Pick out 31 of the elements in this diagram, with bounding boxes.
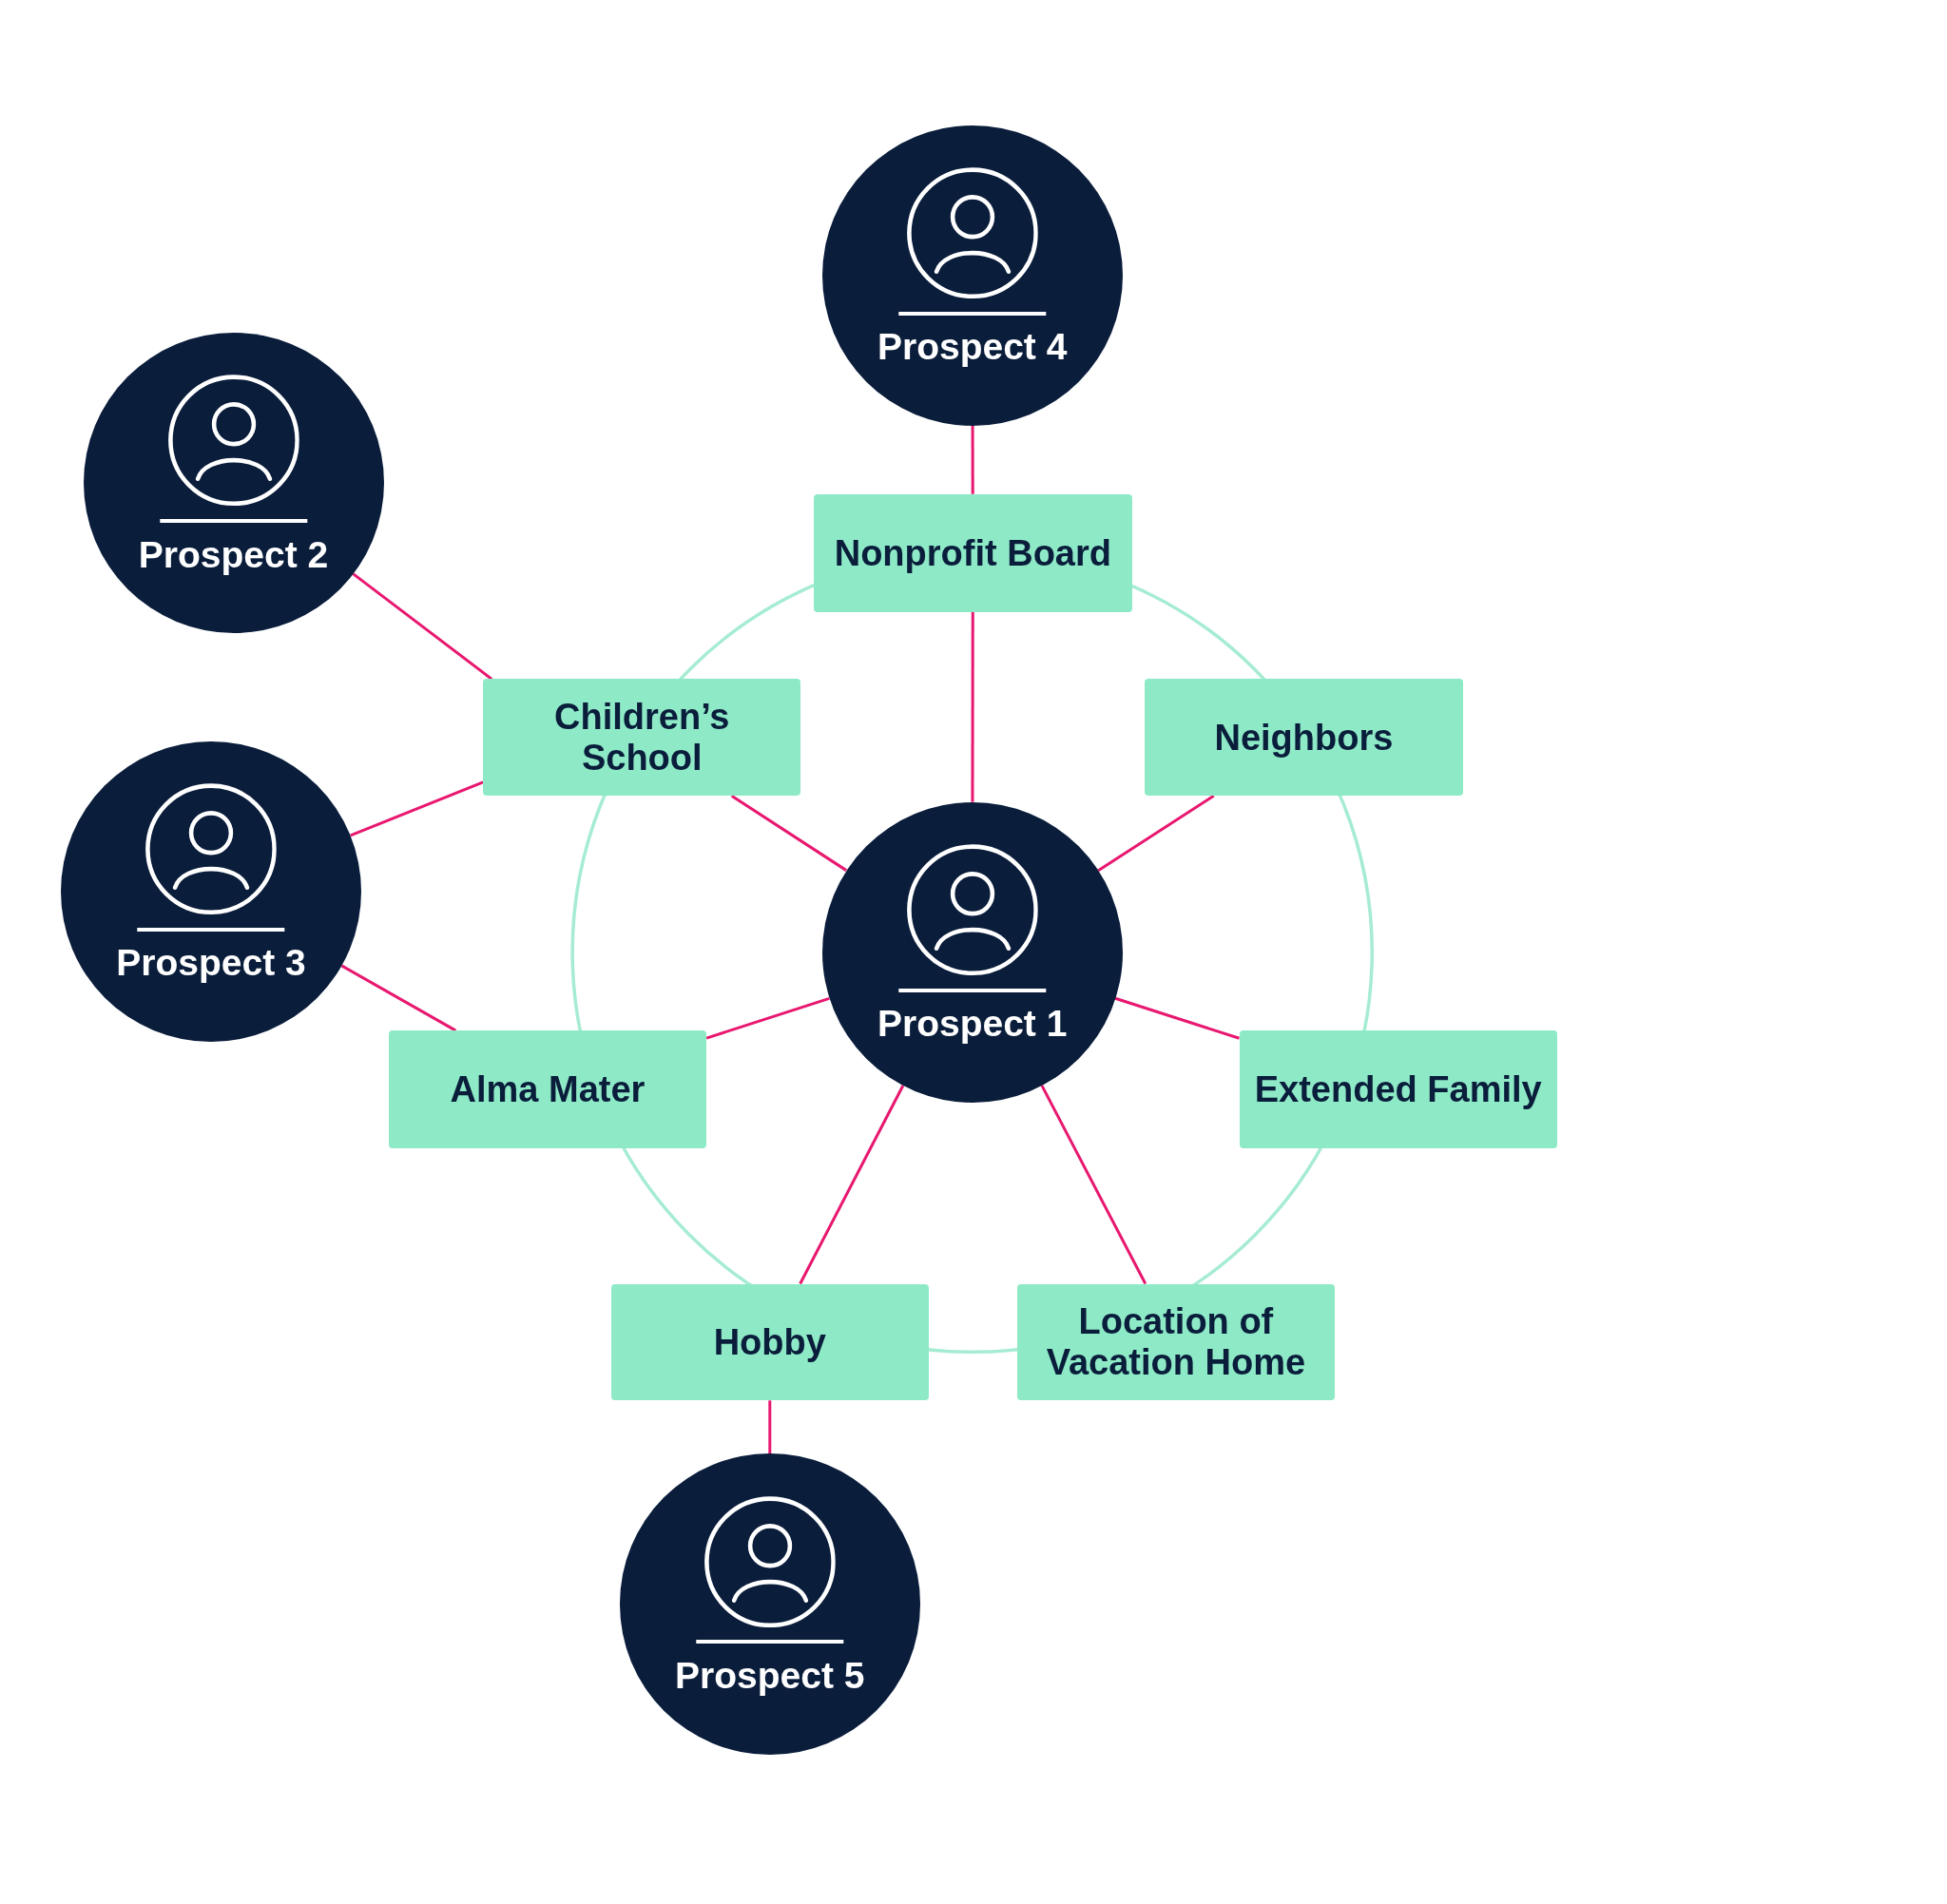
connector-line bbox=[730, 794, 848, 872]
connector-line bbox=[352, 572, 493, 681]
category-box bbox=[813, 493, 1133, 612]
category-box bbox=[483, 679, 801, 797]
connector-line bbox=[350, 780, 484, 837]
category-box bbox=[610, 1283, 929, 1401]
connector-line bbox=[1097, 794, 1215, 873]
node-label: Prospect 1 bbox=[876, 1003, 1069, 1046]
category-box bbox=[1016, 1283, 1336, 1401]
connector-line bbox=[799, 1085, 905, 1285]
connector-line bbox=[340, 964, 457, 1032]
connector-line bbox=[1040, 1085, 1147, 1285]
category-box bbox=[1145, 679, 1463, 797]
node-label: Prospect 3 bbox=[115, 942, 307, 985]
node-label: Alma Mater bbox=[450, 1068, 646, 1110]
node-label: Neighbors bbox=[1214, 717, 1394, 759]
category-box bbox=[388, 1030, 707, 1149]
node-label: Location of Vacation Home bbox=[1045, 1301, 1307, 1383]
node-label: Hobby bbox=[713, 1321, 826, 1363]
connector-line bbox=[768, 1400, 772, 1454]
connector-line bbox=[971, 426, 974, 494]
node-label: Children’s School bbox=[553, 697, 731, 779]
node-label: Extended Family bbox=[1254, 1068, 1542, 1110]
category-box bbox=[1239, 1030, 1557, 1149]
node-label: Prospect 5 bbox=[674, 1655, 866, 1698]
connector-line bbox=[971, 611, 974, 802]
node-label: Prospect 2 bbox=[137, 533, 330, 576]
connector-line bbox=[705, 996, 830, 1040]
connector-line bbox=[1114, 996, 1240, 1040]
node-label: Nonprofit Board bbox=[834, 532, 1111, 574]
node-label: Prospect 4 bbox=[876, 326, 1069, 369]
